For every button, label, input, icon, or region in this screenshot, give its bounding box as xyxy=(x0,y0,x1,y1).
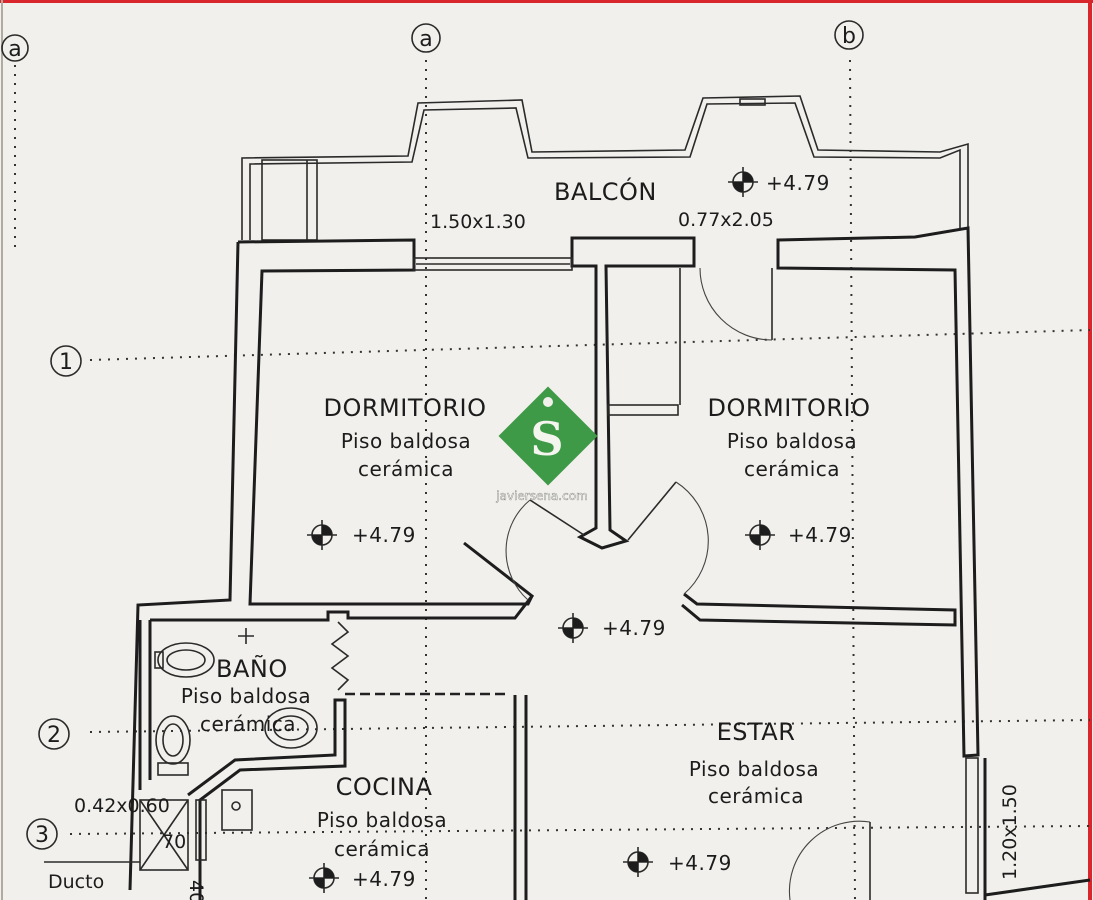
room-floor-dorm-right-2: cerámica xyxy=(744,457,840,481)
wall-central-partition xyxy=(570,236,696,550)
axis-label-row-3: 3 xyxy=(35,823,49,848)
room-name-estar: ESTAR xyxy=(717,718,796,746)
axis-label-col-3: b xyxy=(842,24,856,49)
bidet-bowl xyxy=(166,649,206,671)
level-text-dorm-left: +4.79 xyxy=(352,523,416,547)
room-name-cocina: COCINA xyxy=(336,773,433,801)
watermark-letter: S xyxy=(530,412,563,466)
room-name-dorm-left: DORMITORIO xyxy=(323,394,486,422)
room-name-balcon: BALCÓN xyxy=(554,176,657,206)
dim-window-balcony: 1.50x1.30 xyxy=(430,211,526,233)
door-dorm-left-leaf xyxy=(529,499,585,536)
closet-shelf xyxy=(607,404,679,416)
watermark: S javiersena.com xyxy=(495,386,598,503)
level-marker-balcon xyxy=(728,167,758,197)
axis-bubble-col-2 xyxy=(411,23,441,53)
axis-bubble-row-1 xyxy=(50,345,82,377)
washbasin-bowl xyxy=(273,715,309,741)
fixtures xyxy=(44,628,318,871)
room-floor-dorm-right-1: Piso baldosa xyxy=(727,429,857,453)
door-dorm-left-swing xyxy=(505,499,531,601)
wall-bath-top xyxy=(150,541,535,622)
room-floor-dorm-left-1: Piso baldosa xyxy=(341,429,471,453)
openings xyxy=(195,257,979,900)
axis-label-col-1: a xyxy=(8,37,21,62)
grid-axes: a a b 1 2 3 xyxy=(1,20,1091,900)
balcony xyxy=(241,95,969,241)
window-balcony xyxy=(413,257,573,271)
dim-ducto-b: 40 xyxy=(185,880,207,900)
axis-bubble-row-2 xyxy=(38,718,70,750)
labels: BALCÓN +4.79 1.50x1.30 0.77x2.05 DORMITO… xyxy=(48,171,1021,900)
wall-dorm-left-outer xyxy=(237,238,534,606)
level-marker-cocina xyxy=(309,863,339,893)
axis-label-row-2: 2 xyxy=(47,723,61,748)
walls xyxy=(128,226,1091,900)
level-marker-dorm-right xyxy=(745,520,775,550)
door-estar-swing xyxy=(788,820,871,900)
wall-kitchen-east xyxy=(513,695,528,900)
level-text-estar: +4.79 xyxy=(668,851,732,875)
level-text-balcon: +4.79 xyxy=(766,171,830,195)
level-text-cocina: +4.79 xyxy=(352,867,416,891)
door-balcony-swing xyxy=(699,267,773,341)
wall-bath-west xyxy=(138,620,152,790)
room-floor-bano-1: Piso baldosa xyxy=(181,684,311,708)
label-ducto: Ducto xyxy=(48,871,104,893)
axis-label-row-1: 1 xyxy=(59,350,73,375)
wall-east xyxy=(776,226,980,758)
wall-estar-bottom xyxy=(984,878,1091,897)
room-name-bano: BAÑO xyxy=(216,653,288,683)
wall-bath-kitchen xyxy=(187,698,347,900)
washbasin-fixture xyxy=(264,707,318,749)
balcony-railing-inner xyxy=(249,102,961,240)
dim-ducto-a: 70 xyxy=(162,831,186,853)
shower-point xyxy=(238,628,254,644)
room-floor-estar-1: Piso baldosa xyxy=(689,757,819,781)
window-estar xyxy=(965,757,979,894)
room-floor-cocina-1: Piso baldosa xyxy=(317,808,447,832)
window-kitchen xyxy=(195,799,207,861)
toilet-bowl xyxy=(162,723,184,757)
dim-window-estar: 1.20x1.50 xyxy=(999,784,1021,880)
door-dorm-right-leaf xyxy=(627,481,677,541)
balcony-railing-outer xyxy=(241,95,969,240)
dim-door-balcony: 0.77x2.05 xyxy=(678,209,774,231)
level-text-dorm-right: +4.79 xyxy=(788,523,852,547)
bidet-tank xyxy=(154,651,164,669)
bidet-fixture xyxy=(157,642,215,678)
kitchen-sink xyxy=(221,789,253,831)
level-text-hall: +4.79 xyxy=(602,616,666,640)
level-markers xyxy=(307,167,775,893)
level-marker-hall xyxy=(558,613,588,643)
axis-bubble-col-3 xyxy=(834,20,864,50)
axis-bubble-col-1 xyxy=(1,34,29,62)
room-floor-cocina-2: cerámica xyxy=(334,837,430,861)
watermark-site: javiersena.com xyxy=(495,489,587,503)
room-floor-estar-2: cerámica xyxy=(708,784,804,808)
toilet-fixture xyxy=(155,715,191,765)
axis-label-col-2: a xyxy=(419,27,432,52)
kitchen-sink-drain xyxy=(231,801,241,811)
balcony-post xyxy=(739,98,766,106)
room-floor-bano-2: cerámica xyxy=(200,712,296,736)
axis-bubble-row-3 xyxy=(26,818,58,850)
level-marker-estar xyxy=(623,847,653,877)
ducto-cross-2 xyxy=(139,799,189,871)
watermark-diamond xyxy=(498,386,598,486)
door-dorm-right-swing xyxy=(675,481,709,595)
wall-west xyxy=(128,241,240,891)
level-marker-dorm-left xyxy=(307,520,337,550)
ducto-shaft xyxy=(139,799,189,871)
wall-dorm-right-bottom xyxy=(681,592,957,627)
dim-ducto: 0.42x0.60 xyxy=(74,795,170,817)
room-name-dorm-right: DORMITORIO xyxy=(707,394,870,422)
partition-zigzag xyxy=(330,621,350,691)
toilet-tank xyxy=(157,762,189,776)
room-floor-dorm-left-2: cerámica xyxy=(358,457,454,481)
watermark-dot xyxy=(543,397,553,407)
